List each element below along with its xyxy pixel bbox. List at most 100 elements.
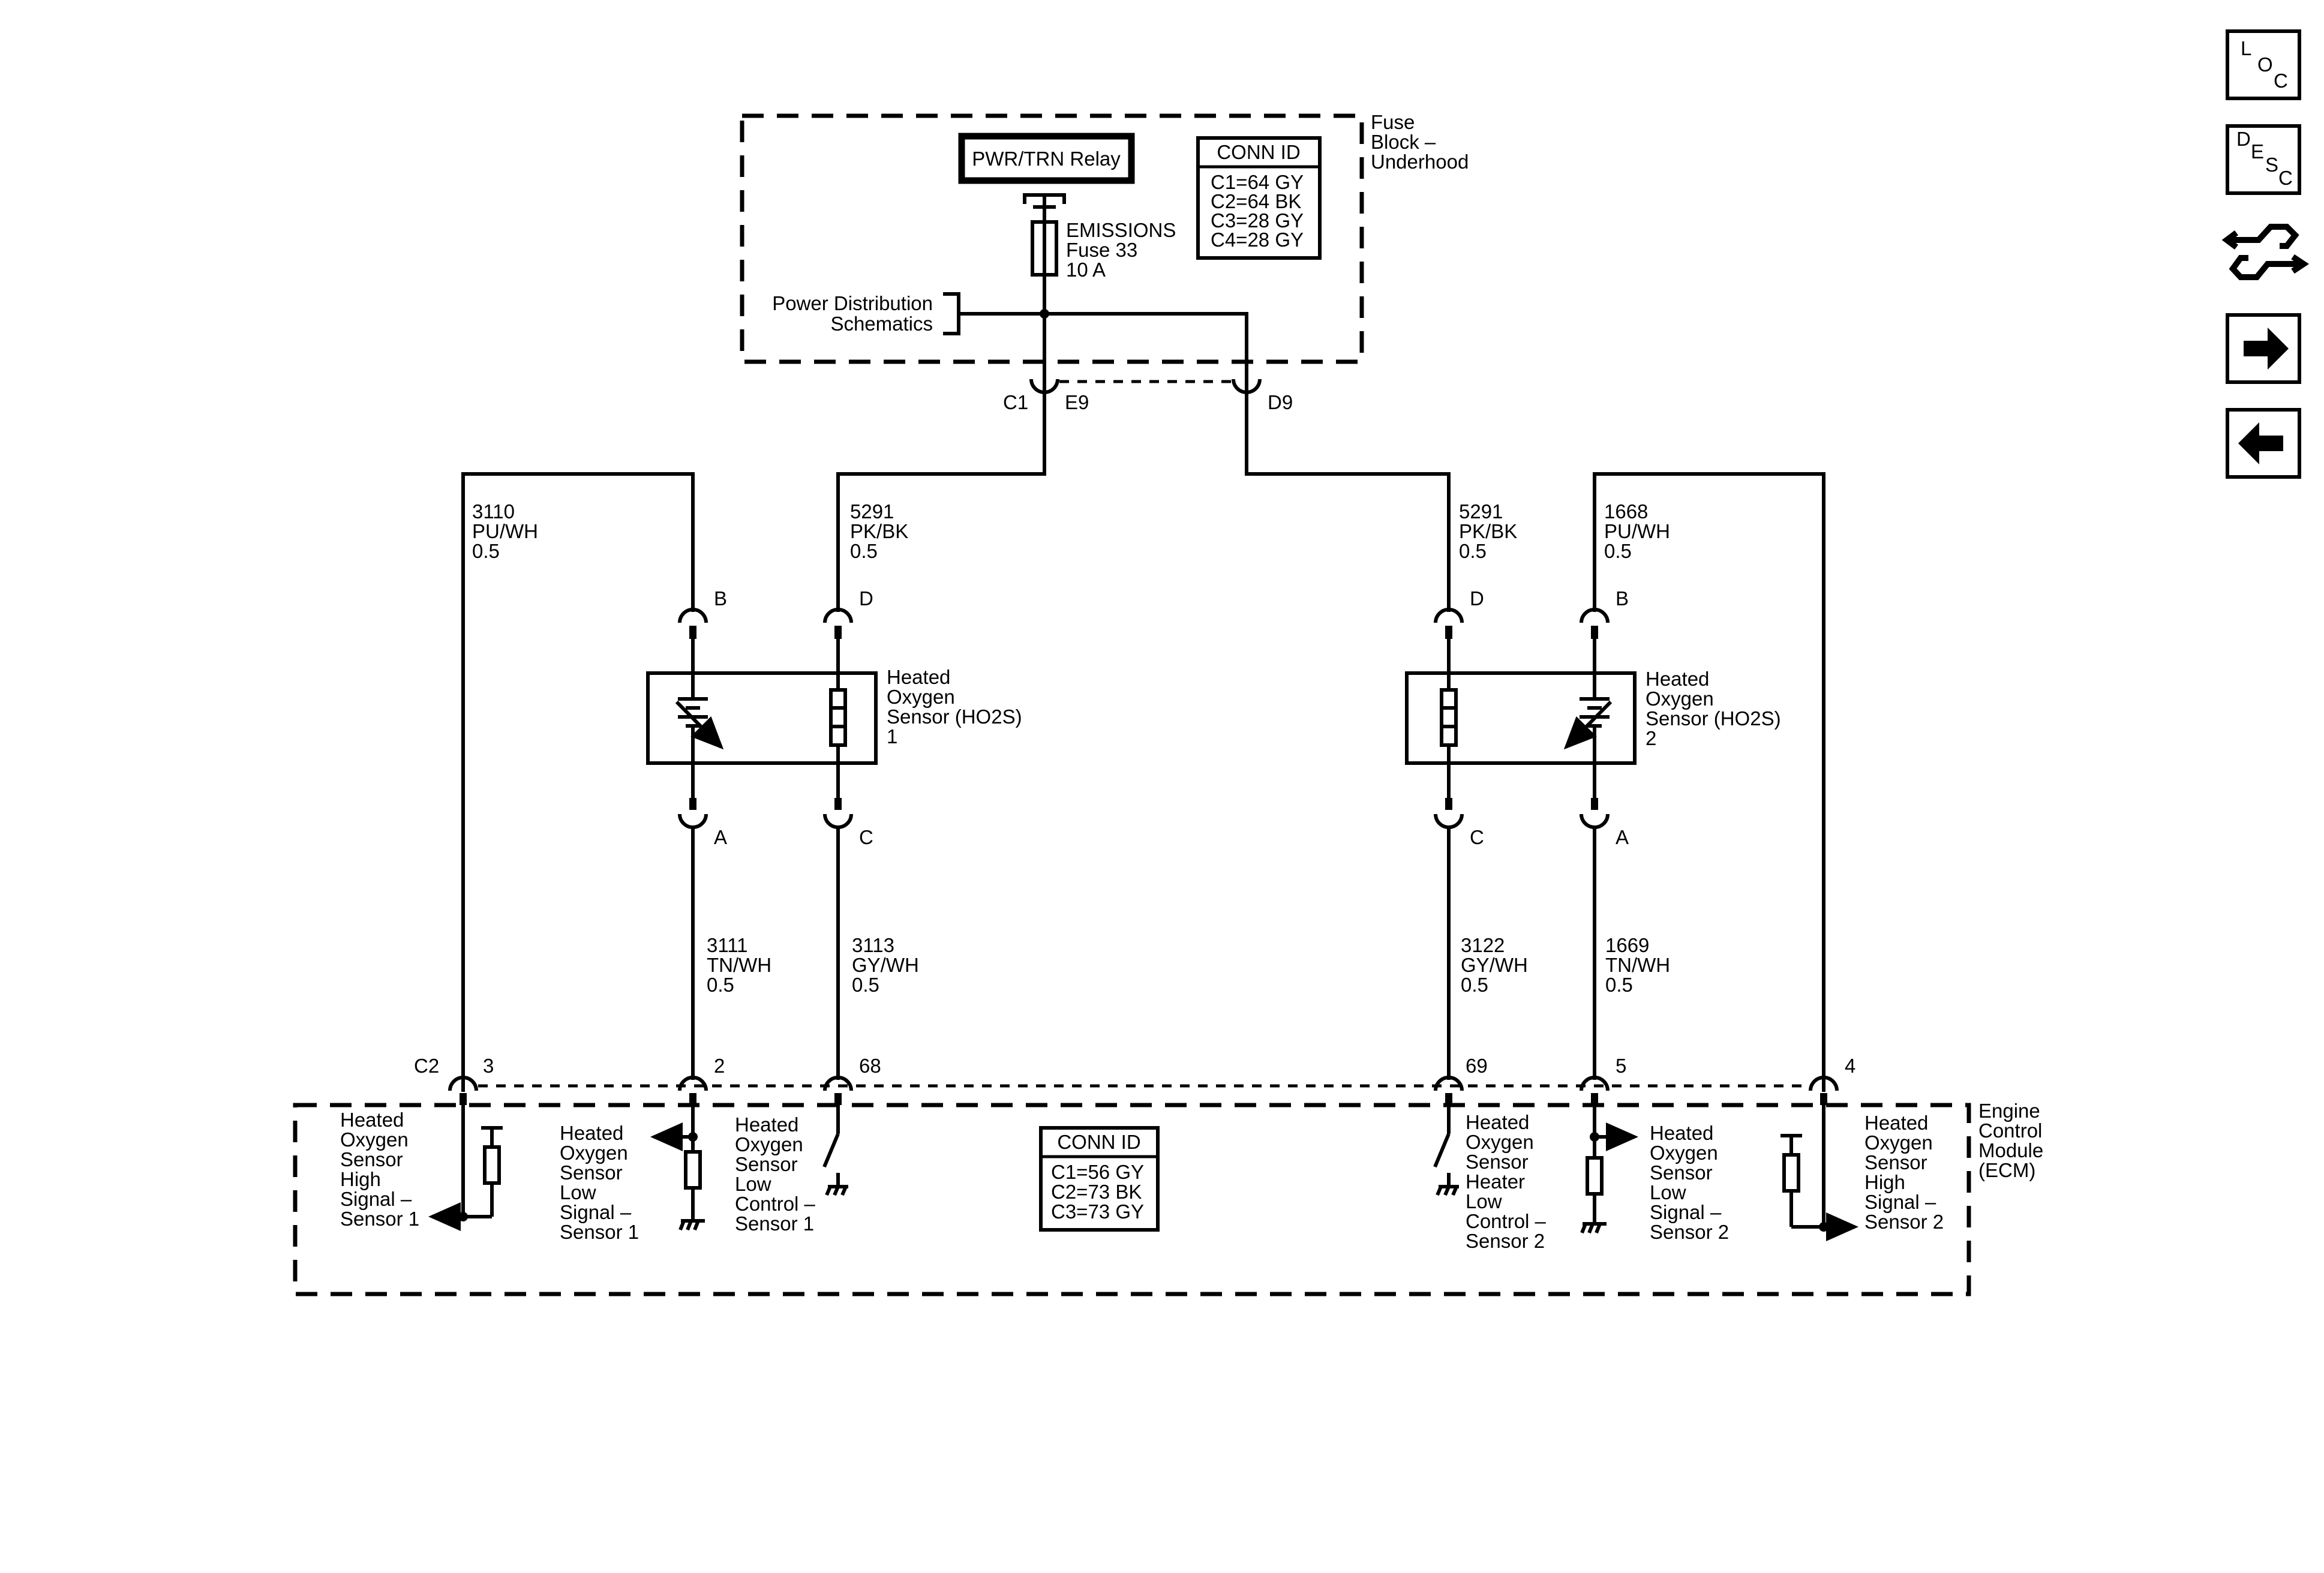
wire-label-3122: 3122 GY/WH 0.5 <box>1461 934 1528 996</box>
ecm-label-line: Module <box>1978 1139 2043 1161</box>
wire-circuit: 3110 <box>472 500 515 523</box>
wire-gauge: 0.5 <box>850 540 878 562</box>
signal-label-line: Low <box>560 1181 596 1203</box>
signal-label-line: Sensor <box>735 1153 798 1175</box>
wire-circuit: 1668 <box>1604 500 1648 523</box>
signal-label-line: Heated <box>340 1109 404 1131</box>
sensor2-pin-d-label: D <box>1470 587 1484 610</box>
ecm-pin-label: 4 <box>1845 1055 1855 1077</box>
ecm-pin-label: 68 <box>859 1055 881 1077</box>
wire-circuit: 3122 <box>1461 934 1505 956</box>
sensor-label-line: 2 <box>1646 727 1656 749</box>
ecm-label-line: Engine <box>1978 1100 2040 1122</box>
signal-label-line: Oxygen <box>340 1128 409 1151</box>
fuse-block-label-line: Block – <box>1371 131 1436 153</box>
sensor-1: B D Heated Oxygen Sensor (HO2S) 1 <box>646 587 1022 848</box>
conn-id-line: C2=64 BK <box>1211 190 1301 212</box>
power-dist-bracket <box>943 292 960 335</box>
wire-circuit: 3111 <box>707 934 748 956</box>
fuse-block-label-line: Fuse <box>1371 111 1415 133</box>
ecm-signal-label-4: Heated Oxygen Sensor Heater Low Control … <box>1466 1111 1547 1252</box>
wire-label-3111: 3111 TN/WH 0.5 <box>707 934 771 996</box>
sensor-label-line: Heated <box>887 666 950 688</box>
wire-gauge: 0.5 <box>472 540 500 562</box>
wire-circuit: 1669 <box>1605 934 1649 956</box>
signal-label-line: Control – <box>735 1193 816 1215</box>
conn-id-line: C1=64 GY <box>1211 171 1304 193</box>
signal-label-line: Low <box>1466 1190 1502 1212</box>
arrow-left-button[interactable] <box>2226 408 2301 479</box>
wire-color: PK/BK <box>1459 520 1517 542</box>
loc-button[interactable]: L O C <box>2226 29 2301 100</box>
signal-label-line: Sensor 1 <box>560 1221 639 1243</box>
sensor-label-line: Heated <box>1646 668 1709 690</box>
fuse-connector <box>1029 379 1262 394</box>
signal-label-line: Sensor 1 <box>735 1212 814 1235</box>
wire-circuit: 5291 <box>1459 500 1503 523</box>
ecm-circuit-low-signal-1 <box>650 1105 705 1231</box>
ecm-signal-label-2: Heated Oxygen Sensor Low Signal – Sensor… <box>560 1122 639 1243</box>
wire-circuit: 3113 <box>852 934 894 956</box>
bus-wire-right <box>1044 312 1248 369</box>
signal-label-line: Sensor <box>560 1161 623 1184</box>
ecm-circuit-high-signal-2 <box>1780 1105 1858 1241</box>
relay-box <box>958 133 1135 184</box>
signal-label-line: Sensor 2 <box>1466 1230 1545 1252</box>
signal-label-line: Heater <box>1466 1170 1525 1193</box>
ecm-module: Engine Control Module (ECM) <box>293 1100 2043 1296</box>
wire-3110 <box>461 472 695 1092</box>
signal-label-line: Oxygen <box>1864 1131 1933 1154</box>
sensor2-heater-icon <box>1440 673 1458 763</box>
wire-color: GY/WH <box>1461 954 1528 976</box>
signal-label-line: Sensor <box>1650 1161 1713 1184</box>
ecm-pin-4 <box>1809 1076 1839 1091</box>
signal-label-line: Oxygen <box>560 1142 628 1164</box>
signal-label-line: Sensor 2 <box>1864 1211 1944 1233</box>
signal-label-line: Oxygen <box>1650 1142 1718 1164</box>
ecm-signal-label-6: Heated Oxygen Sensor High Signal – Senso… <box>1864 1112 1944 1233</box>
arrow-left-icon <box>2238 422 2283 464</box>
signal-label-line: High <box>1864 1171 1905 1193</box>
signal-label-line: Signal – <box>560 1201 632 1223</box>
arrow-right-button[interactable] <box>2226 313 2301 384</box>
wire-color: PU/WH <box>1604 520 1670 542</box>
signal-label-line: Heated <box>1466 1111 1529 1133</box>
wire-label-5291-left: 5291 PK/BK 0.5 <box>850 500 908 562</box>
signal-label-line: Sensor 2 <box>1650 1221 1729 1243</box>
sensor-label-line: Sensor (HO2S) <box>1646 707 1781 730</box>
signal-label-line: Heated <box>1864 1112 1928 1134</box>
desc-button[interactable]: D E S C <box>2226 124 2301 195</box>
wire-color: PU/WH <box>472 520 538 542</box>
ecm-node <box>458 1212 468 1221</box>
sensor-label-line: Sensor (HO2S) <box>887 706 1022 728</box>
ecm-connector-label: C2 <box>414 1055 439 1077</box>
ecm-outline <box>293 1103 1971 1296</box>
loc-letter: C <box>2274 70 2288 92</box>
sensor1-pin-b <box>678 608 708 623</box>
signal-label-line: Oxygen <box>1466 1131 1534 1153</box>
wire-5291-left <box>836 369 1046 612</box>
ecm-label-line: (ECM) <box>1978 1159 2035 1181</box>
wire-circuit: 5291 <box>850 500 894 523</box>
ecm-node <box>1590 1132 1599 1142</box>
wire-label-3113: 3113 GY/WH 0.5 <box>852 934 919 996</box>
sensor1-heater-icon <box>829 673 847 763</box>
signal-label-line: Sensor 1 <box>340 1208 419 1230</box>
ecm-pin-label: 3 <box>483 1055 494 1077</box>
fuse-label-line: 10 A <box>1066 259 1106 281</box>
fuse-conn-id-table: CONN ID C1=64 GY C2=64 BK C3=28 GY C4=28… <box>1196 136 1322 260</box>
conn-id-title: CONN ID <box>1217 141 1300 163</box>
desc-letter: C <box>2278 167 2293 189</box>
ecm-conn-id-table: CONN ID C1=56 GY C2=73 BK C3=73 GY <box>1039 1126 1160 1232</box>
connector-swap-icon[interactable] <box>2221 224 2310 280</box>
wire-gauge: 0.5 <box>1459 540 1487 562</box>
wire-color: TN/WH <box>1605 954 1670 976</box>
sensor-2: D B Heated Oxygen Sensor (HO2S) 2 <box>1405 587 1781 848</box>
sensor2-pin-b-label: B <box>1616 587 1629 610</box>
sensor-label-line: 1 <box>887 725 897 748</box>
conn-id-line: C1=56 GY <box>1051 1161 1144 1183</box>
sensor2-pin-a-label: A <box>1616 826 1629 848</box>
signal-label-line: Low <box>735 1173 771 1195</box>
wire-gauge: 0.5 <box>1604 540 1632 562</box>
wire-gauge: 0.5 <box>707 974 734 996</box>
